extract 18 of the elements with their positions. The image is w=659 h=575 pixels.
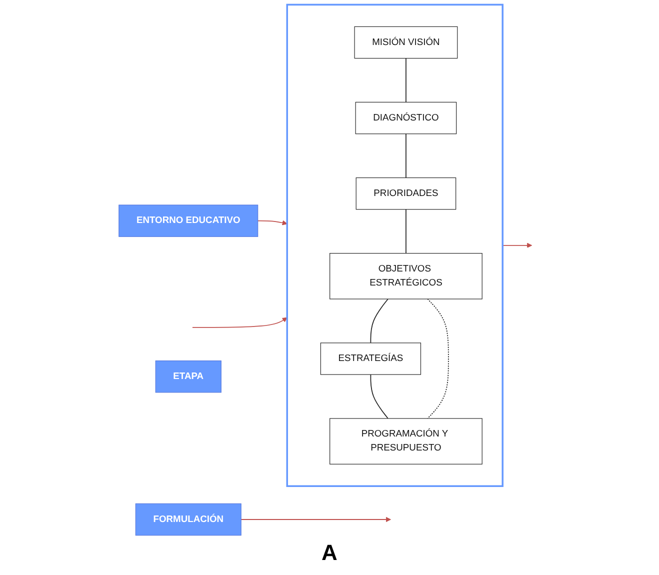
node-box: MISIÓN VISIÓN (354, 26, 458, 59)
connector-line (257, 220, 288, 226)
connector-line (370, 374, 388, 419)
connector-line (502, 242, 532, 248)
connector-line (427, 298, 449, 419)
connector-line (240, 516, 391, 522)
node-box: ETAPA (155, 360, 222, 393)
node-box: PROGRAMACIÓN Y PRESUPUESTO (330, 418, 482, 464)
node-box: ESTRATEGÍAS (320, 342, 422, 375)
cluster (286, 4, 504, 487)
node-box: PRIORIDADES (356, 177, 456, 210)
connector-line (192, 317, 288, 328)
node-box: OBJETIVOS ESTRATÉGICOS (330, 253, 482, 300)
node-box: ENTORNO EDUCATIVO (118, 204, 258, 237)
node-box: FORMULACIÓN (135, 503, 242, 536)
stage-letter: A (322, 540, 338, 566)
node-box: DIAGNÓSTICO (355, 102, 457, 134)
connector-line (370, 298, 388, 344)
